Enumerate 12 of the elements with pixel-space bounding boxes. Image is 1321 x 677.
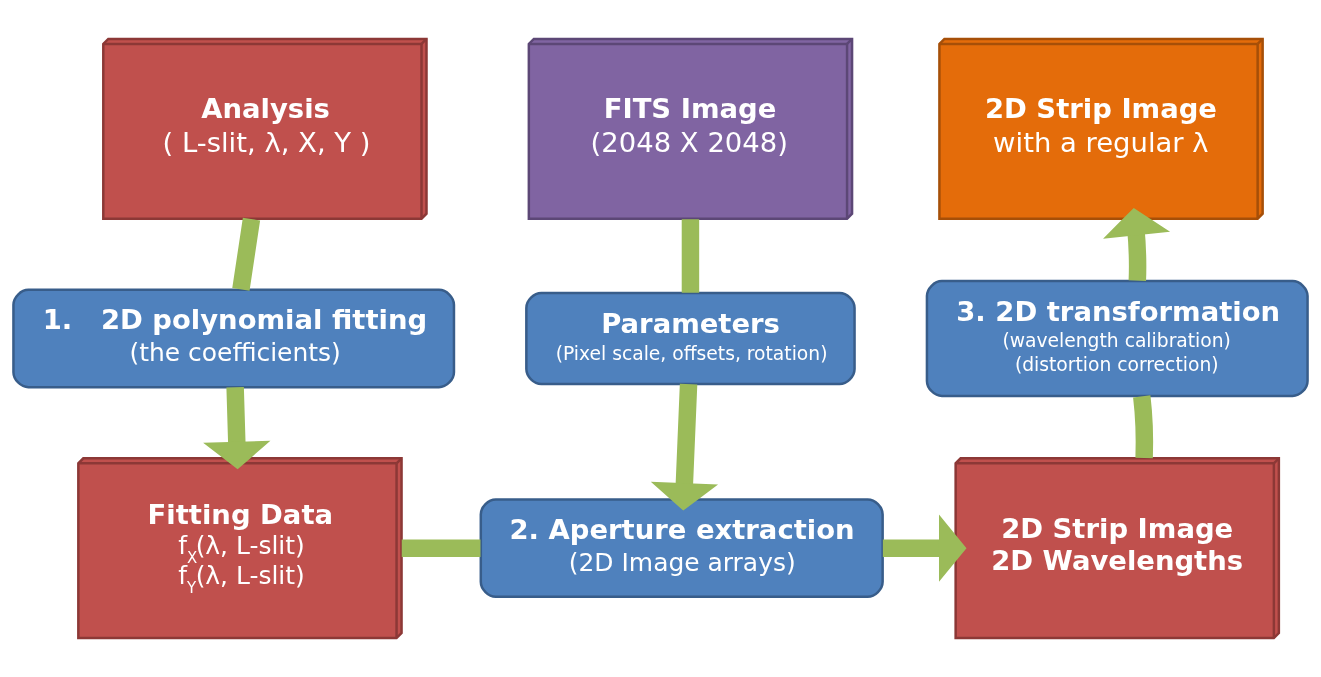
node-box: 2. Aperture extraction (2D Image arrays) <box>479 498 884 599</box>
node-box: Parameters (Pixel scale, offsets, rotation) <box>525 291 856 386</box>
connector <box>232 217 261 291</box>
connector <box>681 219 700 293</box>
arrow <box>882 514 967 582</box>
connector <box>401 539 481 557</box>
arrow <box>650 383 719 511</box>
node-box: 3. 2D transformation (wavelength calibration) (distortion correction) <box>925 279 1309 398</box>
arrow <box>203 387 271 470</box>
node-box: 1. 2D polynomial fitting (the coefficients) <box>12 288 456 389</box>
connector <box>1133 395 1154 459</box>
arrow <box>1103 207 1171 281</box>
